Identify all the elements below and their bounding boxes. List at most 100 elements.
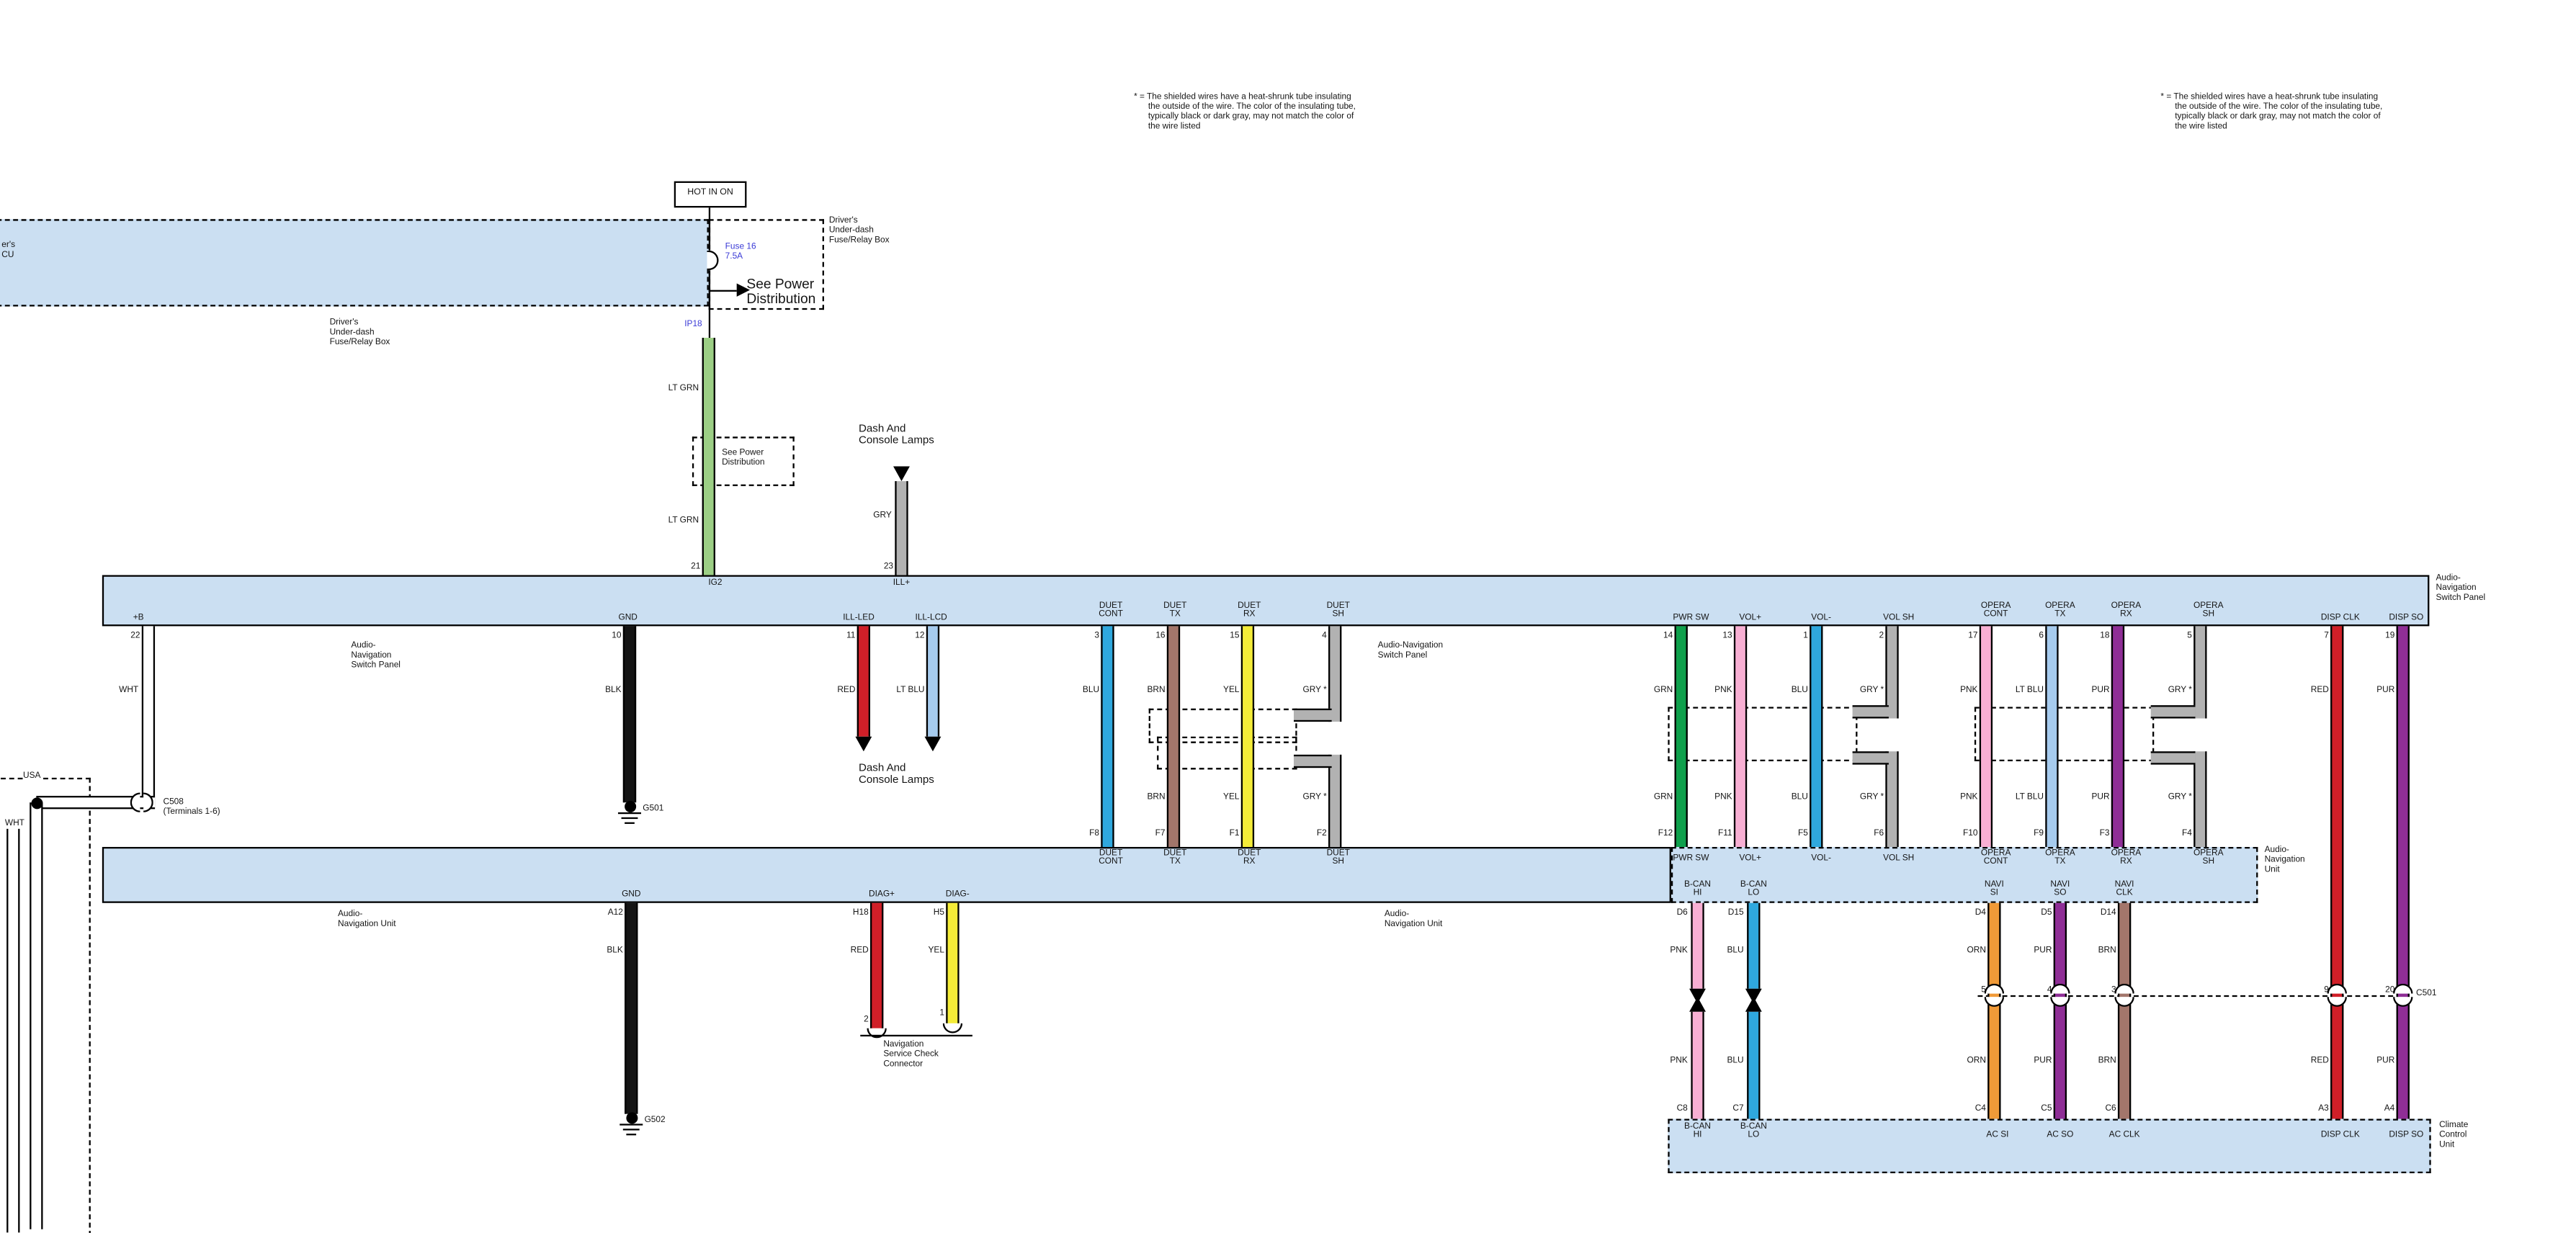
connector-c508-a bbox=[130, 792, 140, 812]
colorlbl-brn-duet-tx-1: BRN bbox=[1147, 685, 1166, 696]
wire-yel-diag-minus bbox=[946, 902, 960, 1023]
pinname-sp-duet-rx: DUET RX bbox=[1238, 601, 1261, 621]
colorlbl-gry-opera-sh-2: GRY * bbox=[2168, 792, 2192, 803]
wire-pnk-opera-cont bbox=[1979, 626, 1993, 847]
wire-blu-bcan-lo-seg1 bbox=[1747, 902, 1761, 989]
line-see-power-arrow bbox=[708, 290, 737, 292]
label-switch-panel-mid: Audio-Navigation Switch Panel bbox=[1377, 640, 1444, 661]
pinnum-d4: D4 bbox=[1975, 907, 1986, 918]
pinnum-17: 17 bbox=[1968, 631, 1978, 641]
wire-grn-pwr-sw bbox=[1674, 626, 1688, 847]
wire-gry-opera-sh-seg2 bbox=[2193, 751, 2207, 847]
colorlbl-gry-duet-sh-1: GRY * bbox=[1302, 685, 1327, 696]
pinname-ig2: IG2 bbox=[708, 578, 723, 588]
label-climate-right: Climate Control Unit bbox=[2439, 1120, 2469, 1150]
pinnum-16: 16 bbox=[1155, 631, 1166, 641]
arrow-bcan-hi-in bbox=[1689, 997, 1706, 1012]
colorlbl-pnk-vol-plus-2: PNK bbox=[1714, 792, 1732, 803]
pinnum-d15: D15 bbox=[1727, 907, 1744, 918]
pinname-cc-disp-so: DISP SO bbox=[2389, 1130, 2424, 1141]
wire-blk-gnd-unit bbox=[625, 902, 638, 1114]
shield-box-duet-b bbox=[1157, 736, 1297, 770]
ground-g501-line0 bbox=[617, 812, 641, 815]
pinname-sp-duet-cont: DUET CONT bbox=[1099, 601, 1123, 621]
connector-c501-navi-clk-a bbox=[2114, 983, 2134, 994]
pinnum-a3: A3 bbox=[2318, 1103, 2329, 1114]
pinname-un-vol-sh: VOL SH bbox=[1883, 853, 1915, 864]
pinnum-c501-9: 9 bbox=[2324, 985, 2329, 995]
pinname-cc-ac-clk: AC CLK bbox=[2108, 1130, 2140, 1141]
colorlbl-pur-navi-so-2: PUR bbox=[2034, 1056, 2052, 1067]
pinnum-c501-4: 4 bbox=[2047, 985, 2052, 995]
label-see-power-main: See Power Distribution bbox=[746, 275, 816, 308]
pinname-cc-bcan-hi: B-CAN HI bbox=[1684, 1122, 1711, 1142]
pinname-un-opera-rx: OPERA RX bbox=[2111, 848, 2142, 868]
label-dash-console-lamps-bottom: Dash And Console Lamps bbox=[858, 763, 934, 787]
colorlbl-blk-gnd-unit: BLK bbox=[607, 946, 623, 956]
bar-audio-navigation-switch-panel bbox=[102, 575, 2430, 627]
bar-climate-control-unit bbox=[1668, 1118, 2431, 1173]
pinnum-c6: C6 bbox=[2105, 1103, 2116, 1114]
wire-red-disp-clk bbox=[2330, 626, 2344, 1119]
label-ip18: IP18 bbox=[684, 319, 702, 330]
label-fuse-16: Fuse 16 7.5A bbox=[725, 242, 756, 262]
pinnum-10: 10 bbox=[612, 631, 622, 641]
pinnum-c501-3: 3 bbox=[2111, 985, 2116, 995]
pinnum-5: 5 bbox=[2187, 631, 2192, 641]
pinname-un-opera-cont: OPERA CONT bbox=[1980, 848, 2011, 868]
label-micu-cut: er's CU bbox=[1, 241, 16, 261]
ground-g502-line2 bbox=[626, 1134, 637, 1136]
wire-pnk-bcan-hi-seg1 bbox=[1691, 902, 1704, 989]
colorlbl-pnk-bcan-hi-1: PNK bbox=[1670, 946, 1688, 956]
pinname-sp-disp-clk: DISP CLK bbox=[2320, 613, 2360, 623]
wire-gry-vol-sh-seg2 bbox=[1885, 751, 1899, 847]
box-drivers-micu bbox=[0, 219, 709, 307]
shield-box-opera bbox=[1974, 707, 2155, 762]
colorlbl-ltblu-ill-lcd: LT BLU bbox=[896, 685, 925, 696]
colorlbl-pur-disp-so-1: PUR bbox=[2376, 685, 2395, 696]
pinnum-4: 4 bbox=[1322, 631, 1327, 641]
line-c501-dashed bbox=[1977, 995, 2410, 997]
stub-gry-opera-sh-top bbox=[2150, 705, 2196, 719]
pinnum-11: 11 bbox=[846, 631, 856, 641]
wire-gry-duet-sh-seg2 bbox=[1328, 754, 1342, 847]
pinnum-f4: F4 bbox=[2182, 828, 2192, 839]
pinnum-h18: H18 bbox=[852, 907, 869, 918]
pinnum-f10: F10 bbox=[1962, 828, 1978, 839]
colorlbl-grn-pwr-sw-1: GRN bbox=[1653, 685, 1673, 696]
ground-g502-line0 bbox=[620, 1124, 643, 1126]
colorlbl-yel-diag: YEL bbox=[928, 946, 944, 956]
label-g502: G502 bbox=[644, 1115, 666, 1126]
pinname-sp-disp-so: DISP SO bbox=[2389, 613, 2424, 623]
wire-wht-c508 bbox=[36, 796, 156, 810]
colorlbl-pnk-opera-cont-1: PNK bbox=[1960, 685, 1978, 696]
pinnum-c501-20: 20 bbox=[2385, 985, 2395, 995]
colorlbl-blu-vol-minus-2: BLU bbox=[1791, 792, 1808, 803]
pinnum-7: 7 bbox=[2324, 631, 2329, 641]
pinnum-23: 23 bbox=[883, 562, 894, 572]
arrow-see-power-distribution bbox=[736, 283, 750, 297]
box-usa bbox=[0, 777, 91, 1233]
colorlbl-orn-navi-si-1: ORN bbox=[1967, 946, 1986, 956]
pinnum-c4: C4 bbox=[1975, 1103, 1986, 1114]
wire-wht-b bbox=[141, 626, 156, 810]
ground-g501-line1 bbox=[621, 817, 638, 820]
colorlbl-grn-pwr-sw-2: GRN bbox=[1653, 792, 1673, 803]
pinnum-d6: D6 bbox=[1676, 907, 1688, 918]
pinnum-c8: C8 bbox=[1676, 1103, 1688, 1114]
label-g501: G501 bbox=[643, 804, 664, 815]
line-fuse-upper bbox=[708, 219, 711, 251]
label-c508: C508 (Terminals 1-6) bbox=[163, 797, 220, 817]
colorlbl-wht-b: WHT bbox=[119, 685, 139, 696]
wire-blk-gnd-sp bbox=[622, 626, 637, 803]
pinnum-22: 22 bbox=[130, 631, 140, 641]
line-nav-check-connector bbox=[860, 1034, 972, 1037]
pinname-cc-disp-clk: DISP CLK bbox=[2320, 1130, 2360, 1141]
pinname-un-diag-plus: DIAG+ bbox=[869, 889, 895, 900]
pinnum-c5: C5 bbox=[2041, 1103, 2052, 1114]
arrow-ill-lcd-to-lamps bbox=[924, 736, 942, 752]
pinname-sp-opera-rx: OPERA RX bbox=[2111, 601, 2142, 621]
note-shielded-1: * = The shielded wires have a heat-shrun… bbox=[1134, 92, 1356, 133]
line-hot-in-on-stem bbox=[708, 207, 711, 220]
pinnum-13: 13 bbox=[1722, 631, 1732, 641]
